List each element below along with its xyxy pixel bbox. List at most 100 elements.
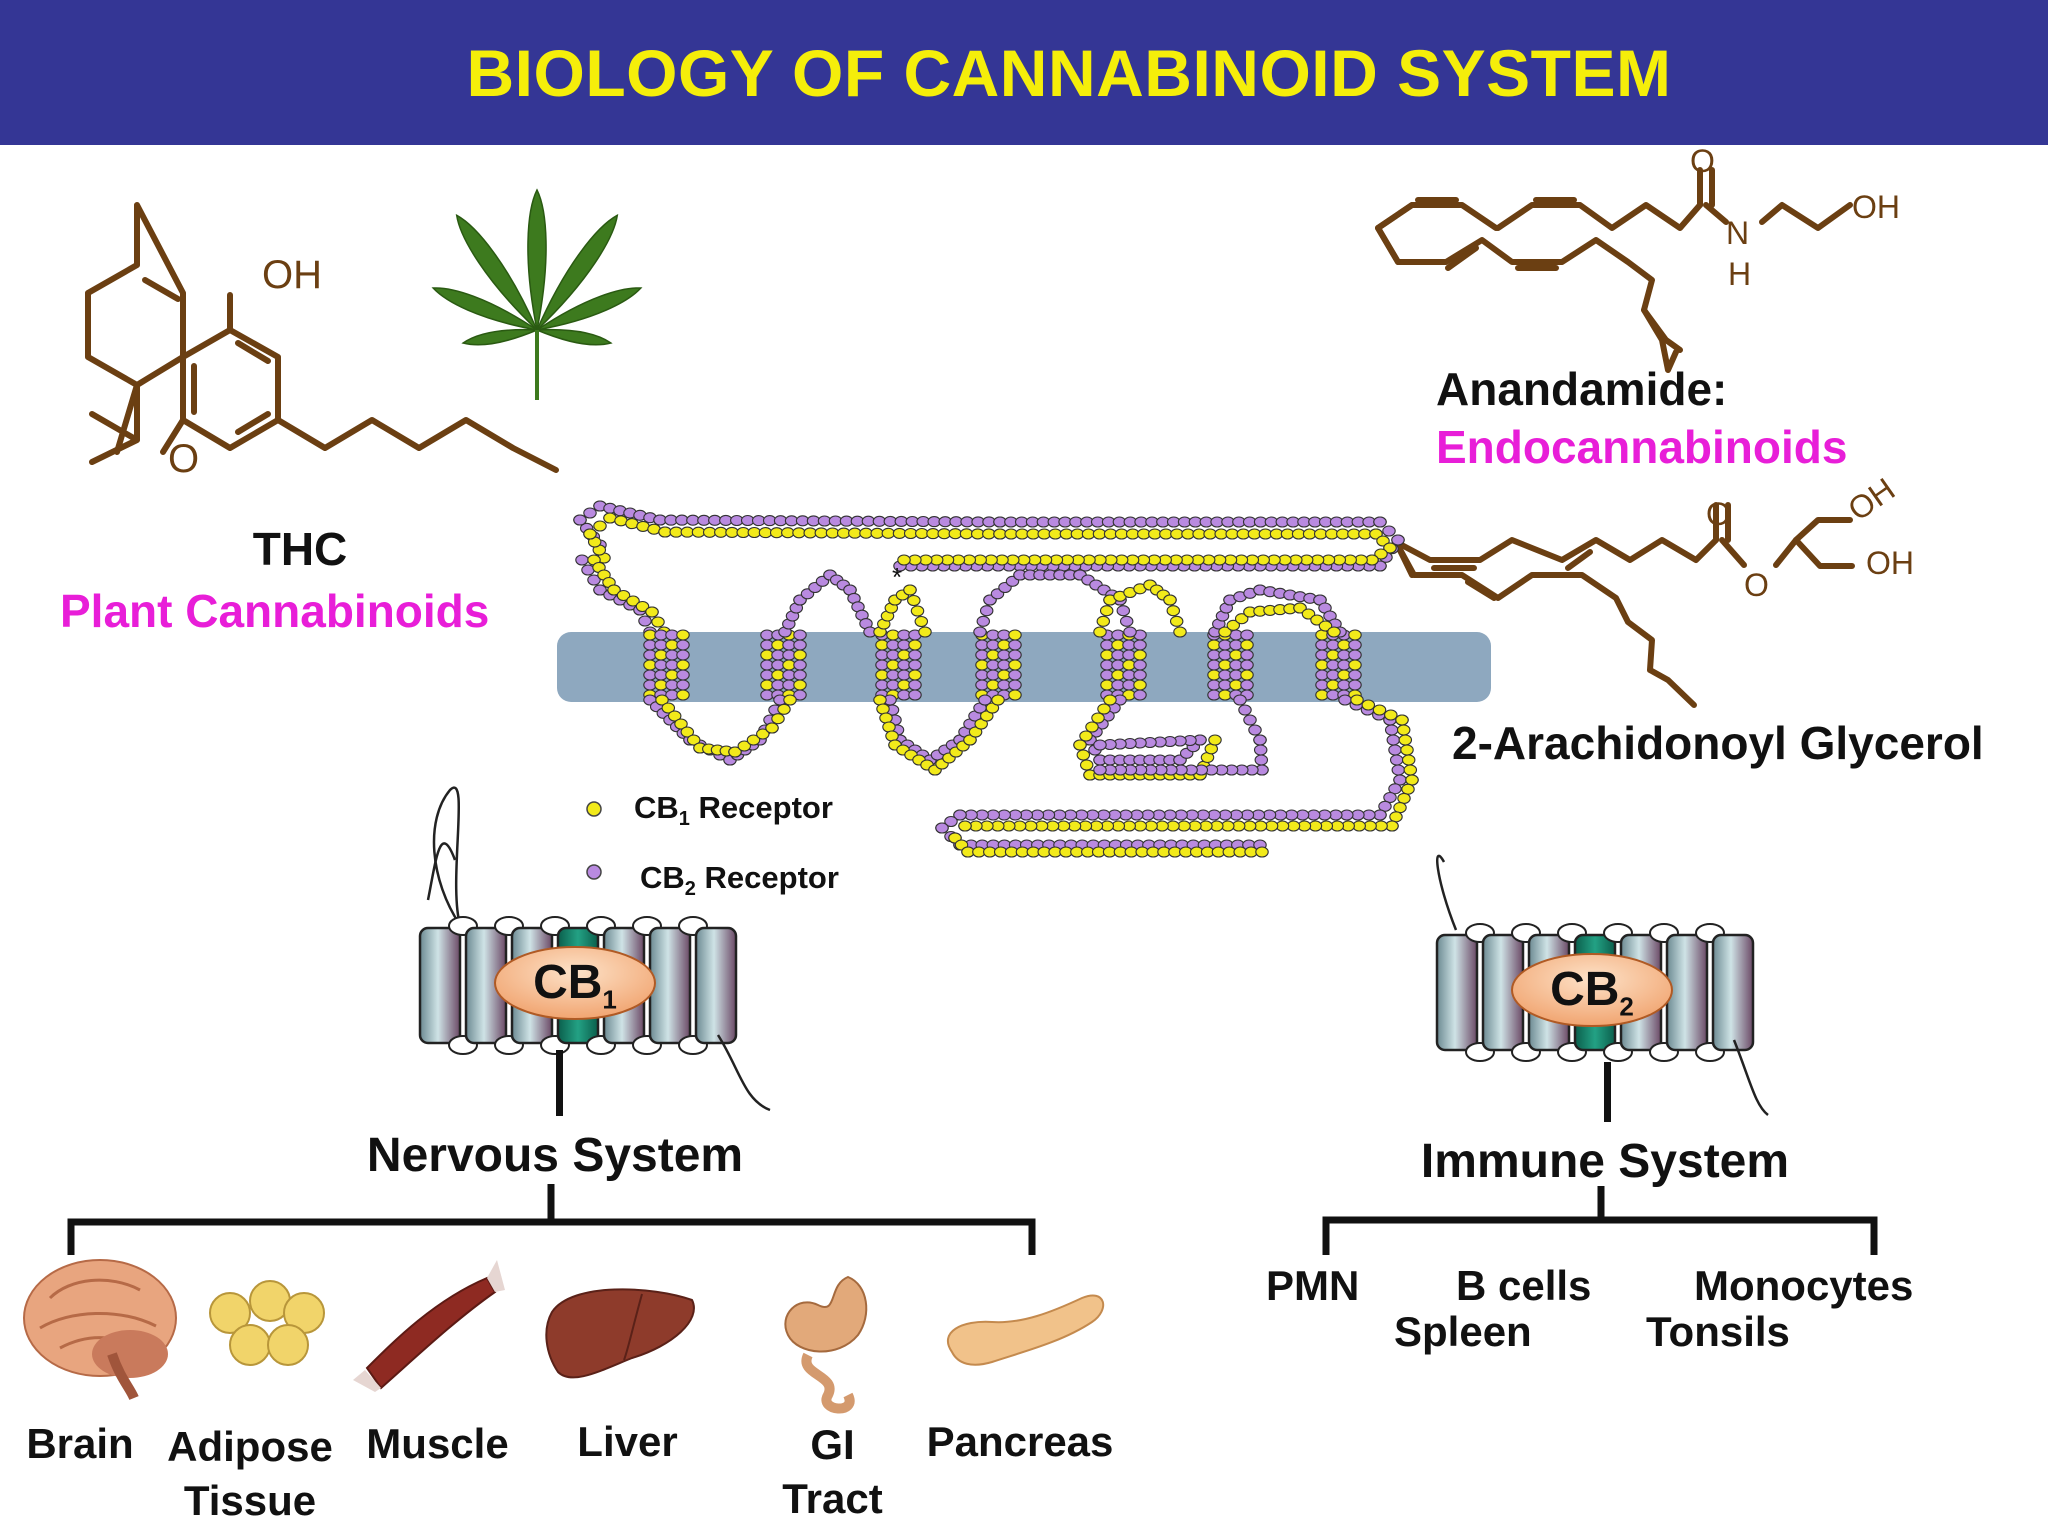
receptor-bead [1386, 734, 1401, 746]
adipose-tissue-label: Adipose Tissue [150, 1420, 350, 1528]
cb2-legend-suffix: Receptor [695, 860, 839, 895]
receptor-bead [918, 626, 932, 638]
receptor-bead [1203, 528, 1217, 540]
receptor-bead [1119, 615, 1134, 627]
receptor-bead [1383, 791, 1397, 804]
nervous-system-label: Nervous System [366, 1129, 744, 1182]
receptor-bead [1208, 734, 1222, 746]
receptor-bead [1373, 516, 1387, 528]
receptor-bead [765, 722, 779, 734]
receptor-bead [1234, 613, 1249, 625]
receptor-bead [964, 809, 978, 821]
receptor-bead [1008, 639, 1022, 651]
receptor-bead [1350, 694, 1364, 706]
receptor-bead [1393, 802, 1407, 814]
receptor-bead-chain [573, 500, 1419, 858]
receptor-bead [970, 528, 985, 540]
helix-segment [648, 926, 692, 1045]
receptor-bead [1403, 764, 1418, 776]
receptor-bead [907, 594, 921, 607]
receptor-bead [583, 528, 597, 540]
b-cells-label: B cells [1456, 1262, 1592, 1309]
receptor-bead [676, 649, 690, 661]
receptor-bead [1079, 730, 1093, 742]
receptor-bead [793, 629, 807, 641]
receptor-bead [1373, 809, 1387, 821]
receptor-bead [1372, 704, 1387, 716]
receptor-bead [1133, 639, 1147, 651]
receptor-bead [1103, 694, 1117, 706]
receptor-bead [1008, 809, 1023, 821]
receptor-bead [1116, 605, 1131, 617]
receptor-bead [915, 527, 929, 540]
receptor-bead [1070, 528, 1085, 540]
receptor-bead [1074, 809, 1089, 821]
receptor-bead [1348, 679, 1362, 691]
receptor-bead [879, 712, 893, 724]
helix-segment [1665, 933, 1709, 1052]
receptor-bead [1255, 846, 1269, 858]
receptor-bead [1174, 809, 1188, 821]
receptor-bead [1170, 528, 1184, 540]
receptor-bead [1280, 528, 1295, 540]
receptor-bead [1318, 620, 1333, 632]
receptor-bead [793, 639, 807, 651]
receptor-bead [1008, 679, 1022, 691]
receptor-bead [1093, 626, 1107, 638]
anandamide-oh: OH [1852, 189, 1900, 225]
receptor-bead [953, 809, 967, 821]
thc-oh-label: OH [262, 253, 322, 297]
cb1-legend-label: CB1 Receptor [634, 790, 833, 831]
receptor-bead [691, 526, 706, 538]
cb2-receptor-icon [1435, 854, 1769, 1122]
receptor-bead [1008, 689, 1022, 701]
cannabis-leaf-icon [431, 188, 643, 400]
receptor-bead [676, 659, 690, 671]
thc-label: THC [252, 523, 348, 575]
receptor-bead [667, 710, 682, 722]
receptor-bead [959, 528, 974, 540]
cb2-text: CB [1550, 963, 1620, 1016]
receptor-bead [1254, 754, 1269, 766]
receptor-bead [1099, 605, 1114, 617]
receptor-bead [1073, 739, 1087, 751]
cb2-sub: 2 [1619, 991, 1634, 1022]
receptor-bead [1114, 528, 1129, 540]
receptor-bead [737, 740, 752, 752]
receptor-bead [676, 629, 690, 641]
receptor-bead [1196, 809, 1210, 821]
pancreas-icon [946, 1294, 1105, 1366]
cb2-legend-label: CB2 Receptor [640, 860, 839, 901]
receptor-bead [714, 526, 728, 538]
gi-tract-label: GI Tract [750, 1418, 915, 1526]
receptor-bead [686, 734, 701, 746]
receptor-bead [793, 659, 807, 671]
receptor-bead [1361, 699, 1376, 711]
receptor-bead [1384, 709, 1398, 721]
receptor-bead [948, 528, 963, 540]
receptor-bead [1085, 721, 1099, 733]
receptor-bead [728, 746, 742, 758]
receptor-bead [1401, 783, 1415, 795]
receptor-bead [908, 639, 922, 651]
helix-segment [1711, 933, 1755, 1052]
receptor-bead [1258, 528, 1273, 540]
cb1-receptor-icon [418, 786, 771, 1116]
receptor-bead [1240, 809, 1255, 821]
receptor-bead [616, 589, 631, 602]
receptor-bead [885, 730, 899, 742]
receptor-bead [1236, 528, 1251, 540]
cb1-pill-label: CB1 [495, 955, 655, 1016]
receptor-bead [1030, 809, 1045, 821]
receptor-bead [1389, 754, 1404, 766]
receptor-bead [661, 702, 676, 714]
thc-structure [85, 202, 559, 473]
receptor-bead [1329, 809, 1343, 821]
receptor-bead [593, 520, 607, 532]
receptor-bead [1384, 724, 1399, 736]
monocytes-label: Monocytes [1694, 1262, 1914, 1309]
receptor-bead [1093, 764, 1107, 776]
receptor-bead [1008, 669, 1022, 681]
immune-system-label: Immune System [1420, 1135, 1790, 1188]
receptor-bead [725, 526, 739, 538]
